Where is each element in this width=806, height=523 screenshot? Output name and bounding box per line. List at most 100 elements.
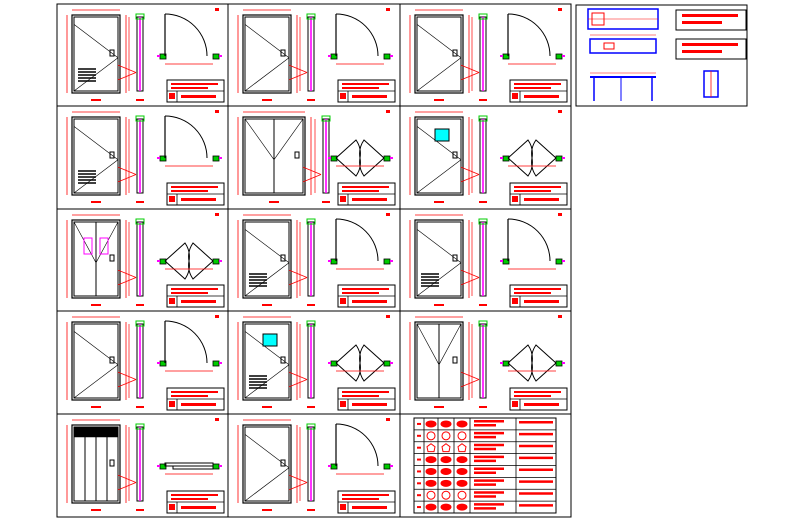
title-text-bar [682, 43, 738, 46]
legend-note-bar [519, 492, 553, 495]
door-leaf [73, 323, 119, 399]
legend-symbol-plant [456, 420, 468, 428]
dimension-lines [409, 316, 480, 408]
title-logo [169, 298, 175, 304]
door-plan [328, 213, 393, 270]
door-handle [109, 151, 115, 159]
glazing-panel [99, 237, 109, 255]
swing-line [244, 24, 290, 58]
title-text-bar [342, 190, 379, 192]
door-section [299, 218, 316, 306]
door-frame-outline [242, 14, 292, 94]
detail-sheet-det01 [575, 4, 748, 107]
jamb-right [383, 53, 391, 60]
legend-note-bar [519, 432, 553, 436]
dimension-lines [66, 111, 137, 203]
door-frame-outline [71, 14, 121, 94]
legend-symbol-cross [440, 503, 452, 511]
door-leaf [73, 16, 119, 92]
section-tag [322, 201, 330, 203]
legend-row [417, 490, 553, 500]
title-text-bar [682, 14, 738, 17]
door-frame-outline [71, 219, 121, 299]
door-sheet-d04 [56, 105, 229, 210]
plan-tag [215, 418, 219, 421]
jamb-right [555, 53, 563, 60]
legend-symbol-plant [425, 456, 437, 464]
door-plan [157, 110, 222, 167]
door-frame-outline [71, 321, 121, 401]
door-handle [280, 49, 286, 57]
swing-line [416, 323, 440, 365]
elevation-tag [262, 406, 272, 408]
swing-arc [359, 139, 385, 159]
title-block [166, 284, 225, 308]
elevation-tag [91, 99, 101, 101]
legend-description-bar [474, 431, 504, 435]
door-frame-outline [242, 321, 292, 401]
door-elevation [71, 219, 121, 299]
jamb-right [212, 463, 220, 470]
section-tag [307, 99, 315, 101]
door-elevation [71, 116, 121, 196]
elevation-tag [91, 406, 101, 408]
door-elevation [414, 14, 464, 94]
legend-description-bar [474, 495, 496, 498]
door-sheet-d06 [399, 105, 572, 210]
door-section [314, 115, 331, 203]
legend-note-bar [519, 421, 553, 424]
legend-description-bar [474, 491, 504, 494]
door-leaf [244, 221, 290, 297]
swing-arc [164, 320, 208, 364]
section-tag [307, 304, 315, 306]
leader [288, 277, 308, 286]
leader [117, 269, 137, 278]
legend-description-bar [474, 507, 496, 510]
door-frame-outline [414, 219, 464, 299]
legend-description-bar [474, 435, 496, 439]
leader [117, 72, 137, 81]
door-section [471, 218, 488, 306]
legend-symbol-circle [457, 490, 467, 500]
legend-symbol-flower [425, 479, 437, 487]
legend-symbol-pentagon [426, 443, 436, 453]
plan-tag [215, 213, 219, 216]
legend-sheet [399, 413, 572, 518]
legend-row [417, 479, 553, 487]
title-text-bar [352, 95, 387, 98]
title-text-bar [342, 494, 389, 496]
title-text-bar [181, 506, 216, 509]
dimension-lines [237, 111, 322, 203]
door-elevation [242, 14, 292, 94]
louvre-grille [78, 170, 96, 184]
section-detail-inset [603, 42, 615, 50]
title-text-bar [342, 87, 379, 89]
door-handle [452, 254, 458, 262]
leader [288, 269, 308, 278]
section-head [478, 13, 488, 20]
title-text-bar [181, 95, 216, 98]
title-text-bar [171, 395, 208, 397]
leader [460, 166, 480, 175]
legend-index [417, 494, 421, 497]
title-logo [169, 401, 175, 407]
title-text-bar [342, 83, 389, 85]
jamb-right [555, 360, 563, 367]
legend-note-bar [519, 480, 553, 483]
plan-tag [215, 315, 219, 318]
door-plan [500, 315, 565, 382]
section-tag [136, 201, 144, 203]
leader [117, 174, 137, 183]
leader [288, 72, 308, 81]
swing-line [416, 159, 462, 194]
door-handle [109, 356, 115, 364]
swing-arc [335, 13, 379, 57]
legend-symbol-cross [456, 503, 468, 511]
title-text-bar [524, 300, 559, 303]
door-plan [500, 8, 565, 65]
section-head [478, 115, 488, 122]
title-text-bar [171, 288, 218, 290]
dimension-lines [409, 214, 480, 306]
elevation-tag [434, 201, 444, 203]
